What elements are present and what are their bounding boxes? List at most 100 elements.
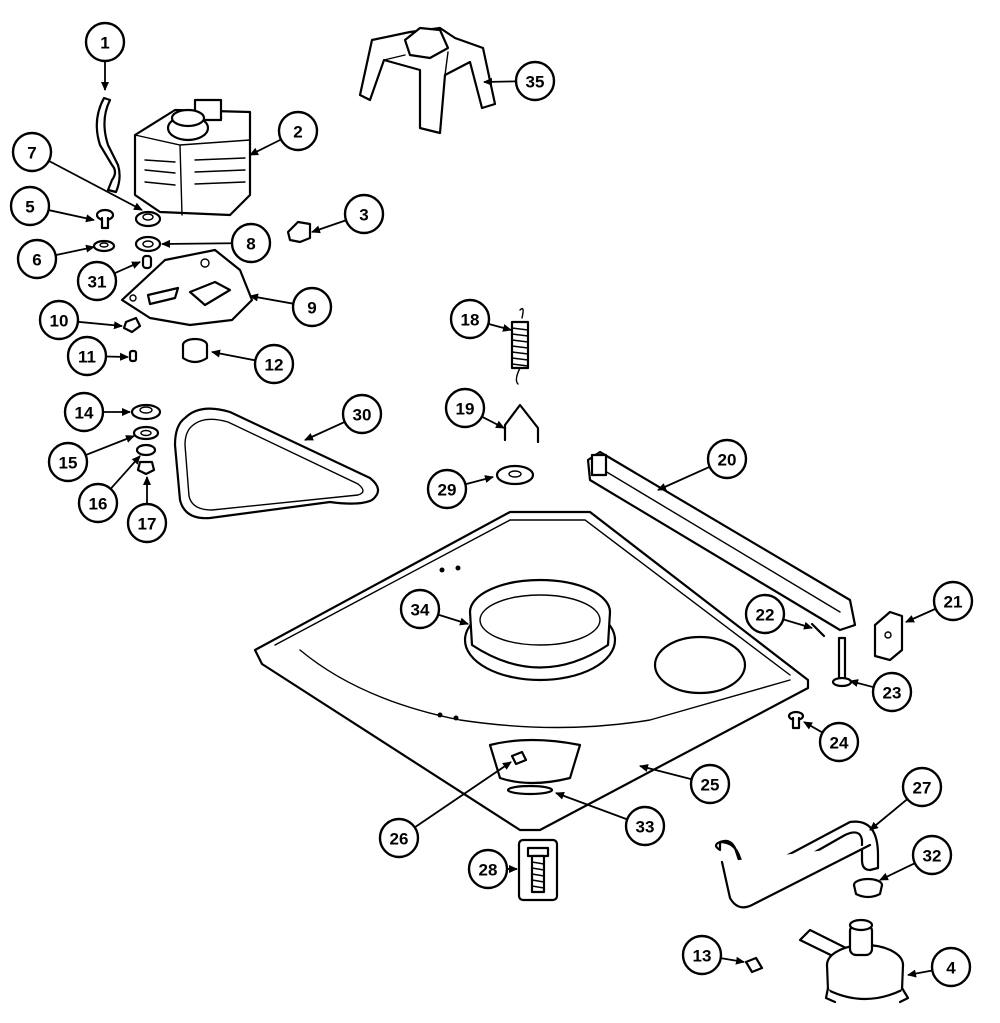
callout-leader-arrow xyxy=(907,969,933,978)
callout-number: 5 xyxy=(25,198,34,217)
callout-circle xyxy=(16,238,58,280)
part-28-bolt xyxy=(517,838,559,902)
callout-number: 3 xyxy=(359,206,368,225)
callout-circle xyxy=(426,468,468,510)
part-21-bracket xyxy=(873,610,904,662)
callout-3: 3 xyxy=(311,193,385,235)
callout-33: 33 xyxy=(555,792,666,847)
callout-9: 9 xyxy=(249,286,333,328)
callout-13: 13 xyxy=(681,934,745,976)
callout-circle xyxy=(818,721,860,763)
callout-number: 16 xyxy=(89,495,108,514)
callout-leader-arrow xyxy=(211,349,256,362)
callout-number: 23 xyxy=(883,684,902,703)
part-18-spring xyxy=(510,307,530,385)
callout-circle xyxy=(9,185,51,227)
part-15-washer xyxy=(132,425,160,441)
callout-circle xyxy=(291,286,333,328)
callout-leader-arrow xyxy=(85,435,135,456)
callout-circle xyxy=(930,946,972,988)
callout-number: 30 xyxy=(353,406,372,425)
callout-leader-arrow xyxy=(249,293,294,305)
callout-number: 28 xyxy=(479,861,498,880)
callout-29: 29 xyxy=(426,468,494,510)
callout-number: 32 xyxy=(923,847,942,866)
callout-number: 27 xyxy=(913,779,932,798)
part-7-grommet xyxy=(134,210,162,228)
callout-number: 24 xyxy=(830,734,849,753)
part-23-bolt xyxy=(831,636,853,688)
callout-circle xyxy=(444,387,486,429)
callout-leader-arrow xyxy=(249,138,282,156)
callout-number: 17 xyxy=(138,515,157,534)
callout-number: 18 xyxy=(461,311,480,330)
callout-28: 28 xyxy=(467,848,518,890)
callout-number: 26 xyxy=(390,830,409,849)
part-29-washer xyxy=(495,464,535,486)
callout-8: 8 xyxy=(161,222,272,264)
callout-circle xyxy=(706,438,748,480)
part-5-bolt xyxy=(95,208,115,230)
callout-22: 22 xyxy=(744,593,813,635)
callout-leader-arrow xyxy=(105,352,129,361)
callout-circle xyxy=(230,222,272,264)
callout-leader-arrow xyxy=(849,679,874,689)
callout-circle xyxy=(399,588,441,630)
callout-leader-arrow xyxy=(414,761,512,829)
part-17-nut xyxy=(136,460,156,476)
part-32-clamp xyxy=(852,877,884,899)
part-22-pin xyxy=(810,622,826,638)
callout-number: 31 xyxy=(88,273,107,292)
callout-30: 30 xyxy=(304,393,383,441)
callout-circle xyxy=(681,934,723,976)
callout-circle xyxy=(47,441,89,483)
callout-number: 6 xyxy=(32,251,41,270)
callout-16: 16 xyxy=(77,455,141,524)
part-31-pin xyxy=(141,254,153,270)
part-19-clip xyxy=(503,403,540,444)
callout-circle xyxy=(341,393,383,435)
callout-circle xyxy=(343,193,385,235)
callout-leader-arrow xyxy=(48,160,143,211)
callout-2: 2 xyxy=(249,110,319,156)
part-24-screw xyxy=(787,710,805,730)
callout-leader-arrow xyxy=(465,475,494,486)
part-27-hose xyxy=(714,820,880,909)
callout-leader-arrow xyxy=(879,862,916,881)
part-13-screw xyxy=(744,956,764,974)
callout-circle xyxy=(277,110,319,152)
callout-number: 4 xyxy=(946,959,956,978)
part-1-clip xyxy=(95,96,121,194)
callout-number: 33 xyxy=(636,818,655,837)
part-10-nut xyxy=(122,316,142,334)
callout-number: 22 xyxy=(756,606,775,625)
part-16-washer xyxy=(135,443,157,457)
callout-leader-arrow xyxy=(311,219,347,234)
callout-number: 12 xyxy=(265,356,284,375)
part-34-ring xyxy=(468,578,612,669)
part-20-rail xyxy=(586,450,857,632)
part-30-belt xyxy=(173,407,380,520)
callout-34: 34 xyxy=(399,588,469,630)
callout-number: 34 xyxy=(411,601,430,620)
callout-number: 9 xyxy=(307,299,316,318)
callout-number: 15 xyxy=(59,454,78,473)
callout-number: 1 xyxy=(100,34,109,53)
callout-circle xyxy=(744,593,786,635)
callout-circle xyxy=(378,817,420,859)
callout-leader-arrow xyxy=(657,465,711,491)
callout-number: 29 xyxy=(438,481,457,500)
callout-leader-arrow xyxy=(905,607,937,623)
part-14-pulley xyxy=(130,403,162,421)
callout-circle xyxy=(514,60,556,102)
callout-leader-arrow xyxy=(481,415,505,429)
callout-32: 32 xyxy=(879,834,953,881)
callout-number: 14 xyxy=(75,404,94,423)
callout-19: 19 xyxy=(444,387,505,429)
callout-number: 19 xyxy=(456,400,475,419)
callout-21: 21 xyxy=(905,580,974,623)
callout-25: 25 xyxy=(639,763,731,805)
